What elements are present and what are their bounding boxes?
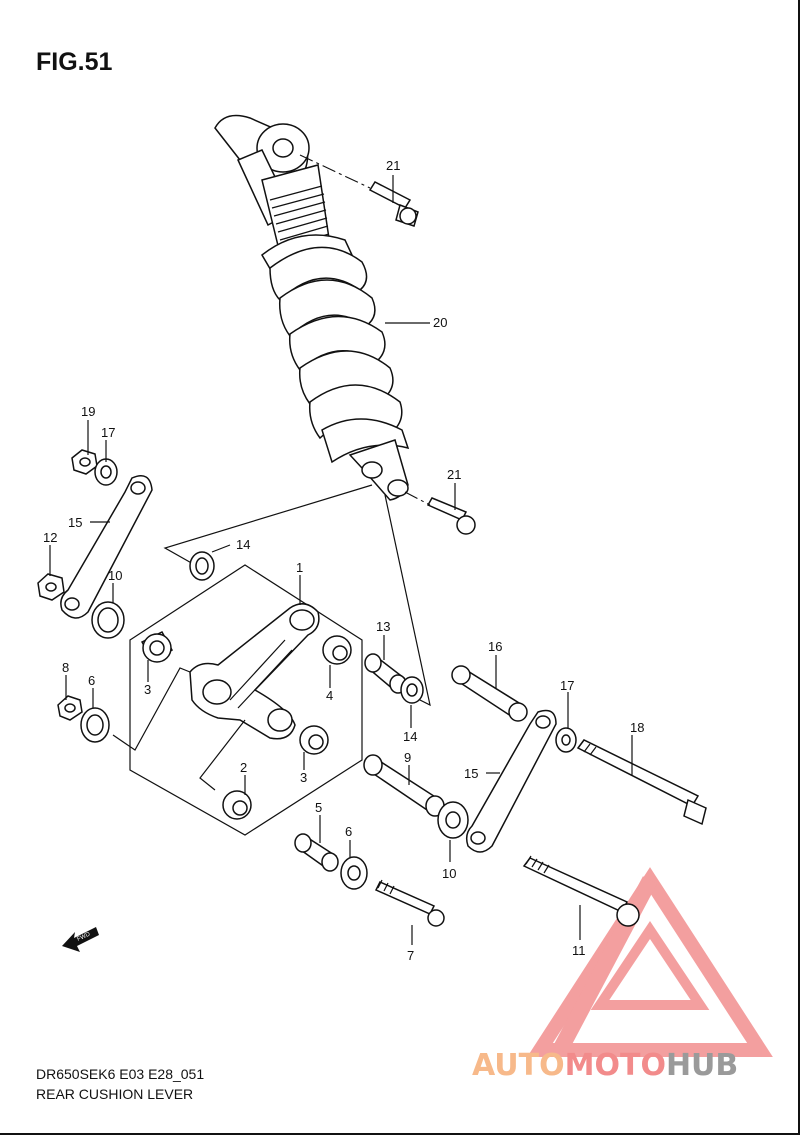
callout-6-lower: 6 (345, 824, 352, 839)
bolt-lower (426, 497, 476, 535)
bearing-6-lower (340, 856, 368, 890)
rear-shock-absorber (214, 114, 410, 501)
bearing-3-lower (299, 725, 329, 755)
bearing-10-left (91, 601, 125, 639)
leader-lines (49, 175, 633, 945)
watermark-part-1: AUTO (472, 1048, 565, 1083)
callout-14-upper: 14 (236, 537, 250, 552)
bolt-7 (374, 879, 445, 927)
bearing-2 (222, 790, 252, 820)
frame-right-border (798, 0, 800, 1135)
watermark-part-2: MOTO (564, 1048, 666, 1083)
callout-15-right: 15 (464, 766, 478, 781)
callout-1: 1 (296, 560, 303, 575)
bearing-10-right (437, 801, 469, 839)
spacer-13 (364, 653, 407, 694)
callout-7: 7 (407, 948, 414, 963)
callout-11: 11 (572, 943, 586, 958)
cushion-rod-left (60, 475, 153, 619)
callout-15-left: 15 (68, 515, 82, 530)
spacer-9 (363, 754, 445, 817)
callout-3-lower: 3 (300, 770, 307, 785)
part-name: REAR CUSHION LEVER (36, 1086, 194, 1102)
spacer-16 (451, 665, 528, 722)
callout-10-left: 10 (108, 568, 122, 583)
callout-8: 8 (62, 660, 69, 675)
watermark-logo-icon (527, 867, 773, 1057)
nut-8 (57, 695, 83, 721)
cushion-lever (189, 603, 320, 740)
spacer-5 (294, 833, 339, 872)
callout-21-upper: 21 (386, 158, 400, 173)
callout-19: 19 (81, 404, 95, 419)
bearing-6-left (80, 707, 110, 743)
washer-14-lower (400, 676, 424, 704)
callout-20: 20 (433, 315, 447, 330)
callout-21-lower: 21 (447, 467, 461, 482)
fwd-arrow-icon: FWD (62, 927, 99, 952)
bolt-upper (368, 181, 419, 227)
callout-5: 5 (315, 800, 322, 815)
washer-14-upper (189, 551, 215, 581)
cushion-rod-right (465, 709, 557, 853)
callout-14-lower: 14 (403, 729, 417, 744)
bolt-11 (522, 855, 640, 927)
washer-17-left (94, 458, 118, 486)
callout-3-upper: 3 (144, 682, 151, 697)
model-code: DR650SEK6 E03 E28_051 (36, 1066, 205, 1082)
bolt-18 (576, 739, 707, 826)
callout-labels: 21 20 19 17 15 12 10 14 1 13 16 8 6 3 4 … (43, 158, 644, 963)
fwd-label: FWD (76, 931, 92, 942)
nut-19 (71, 449, 98, 475)
callout-16: 16 (488, 639, 502, 654)
callout-6-left: 6 (88, 673, 95, 688)
callout-18: 18 (630, 720, 644, 735)
bearing-3-upper (140, 631, 174, 663)
nut-12 (37, 573, 65, 601)
callout-13: 13 (376, 619, 390, 634)
watermark-part-3: HUB (665, 1048, 739, 1083)
callout-9: 9 (404, 750, 411, 765)
watermark-brand: AUTOMOTOHUB (472, 1048, 738, 1083)
figure-title: FIG.51 (36, 48, 113, 76)
frame-bottom-border (0, 1133, 800, 1135)
callout-4: 4 (326, 688, 333, 703)
callout-10-right: 10 (442, 866, 456, 881)
bearing-4 (322, 635, 352, 665)
callout-12: 12 (43, 530, 57, 545)
callout-17-right: 17 (560, 678, 574, 693)
callout-17-left: 17 (101, 425, 115, 440)
washer-17-right (555, 727, 577, 753)
callout-2: 2 (240, 760, 247, 775)
